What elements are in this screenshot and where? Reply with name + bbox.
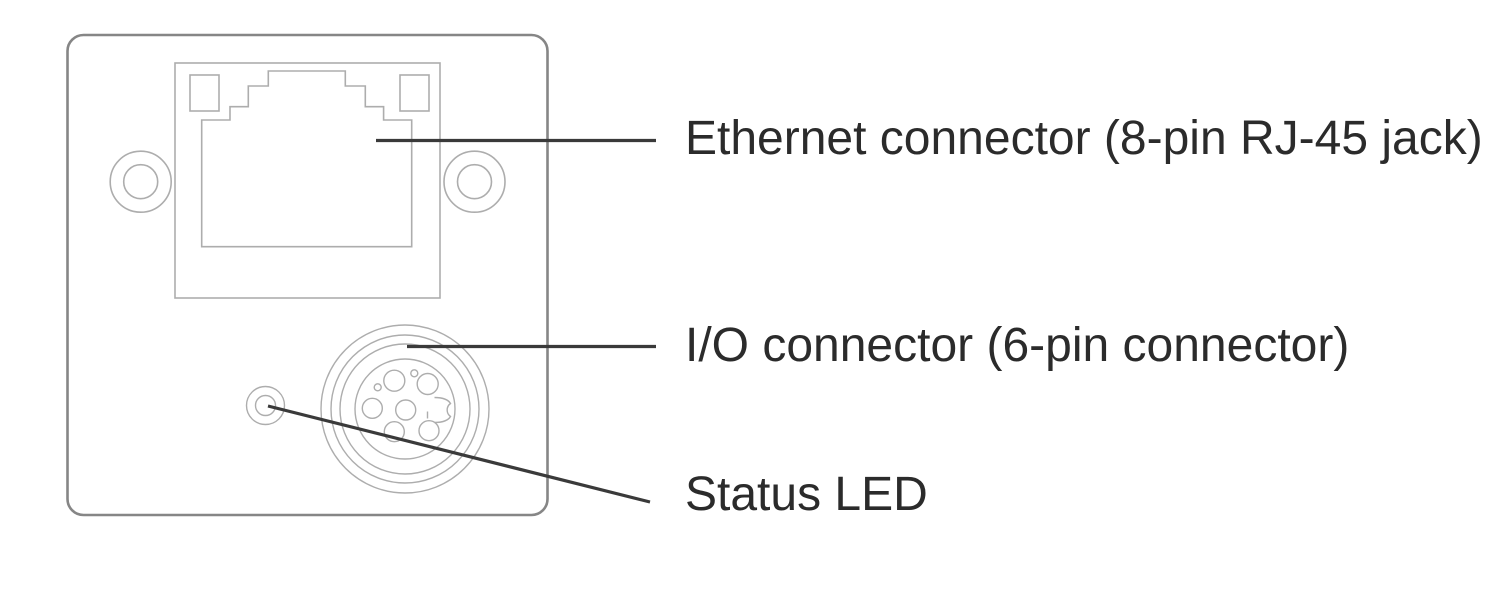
camera-back-panel: [66, 33, 549, 517]
screw-hole-right-inner: [456, 163, 493, 200]
label-io-connector: I/O connector (6-pin connector): [685, 319, 1350, 372]
io-index-dot-top: [410, 369, 419, 378]
io-ring-3: [339, 343, 471, 475]
label-ethernet-connector: Ethernet connector (8-pin RJ-45 jack): [685, 112, 1483, 165]
screw-hole-left: [109, 150, 172, 213]
io-ring-2: [330, 334, 480, 484]
screw-hole-left-inner: [122, 163, 159, 200]
io-keyway: [434, 396, 452, 424]
panel-outline: [66, 33, 549, 517]
status-led-inner: [254, 394, 277, 417]
io-pin-left: [361, 397, 383, 419]
status-led-leader-line: [267, 404, 651, 504]
io-pin-bottom-left: [383, 421, 405, 443]
io-pin-center: [395, 399, 417, 421]
io-ring-1: [320, 324, 490, 494]
ethernet-connector-drawing: [174, 62, 441, 299]
rj45-bezel: [174, 62, 441, 299]
io-index-dot-left: [373, 383, 382, 392]
rj45-left-latch-slot: [189, 74, 220, 112]
screw-hole-right: [443, 150, 506, 213]
label-status-led: Status LED: [685, 468, 928, 521]
leader-lines: [267, 138, 656, 504]
io-ring-4: [354, 358, 456, 460]
io-pin-top-right: [416, 372, 439, 396]
rj45-jack-opening: [200, 70, 413, 248]
io-pin-top-left: [383, 369, 406, 392]
status-led-drawing: [245, 385, 286, 426]
screw-hole-left-outer: [109, 150, 172, 213]
rj45-right-latch-slot: [399, 74, 430, 112]
io-pin-bottom-right: [418, 420, 440, 442]
screw-hole-right-outer: [443, 150, 506, 213]
status-led-outer: [245, 385, 286, 426]
io-connector-drawing: [320, 324, 490, 494]
